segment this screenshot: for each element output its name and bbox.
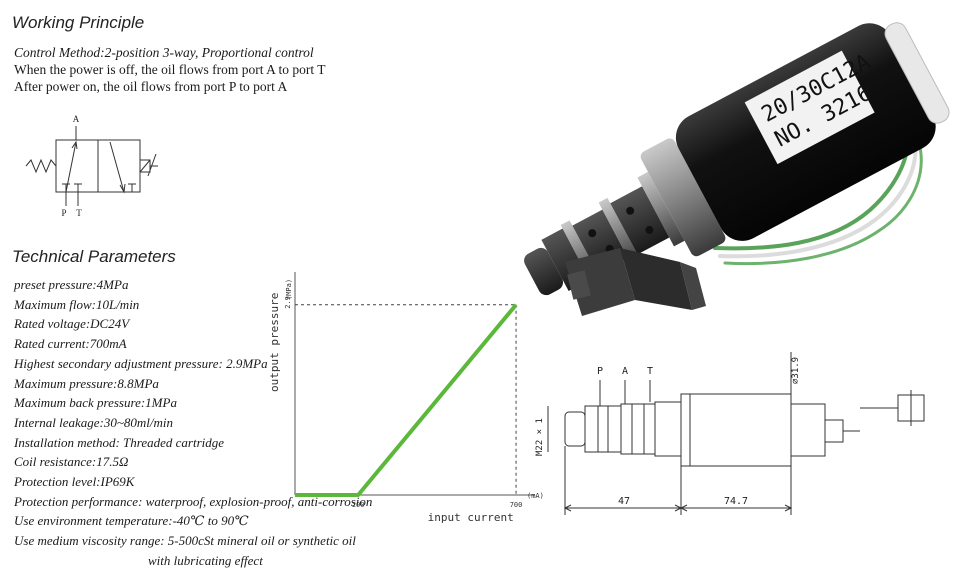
chart-x-unit: (mA) [527, 492, 544, 500]
principle-line-power-on: After power on, the oil flows from port … [14, 79, 288, 94]
param-viscosity: Use medium viscosity range: 5-500cSt min… [14, 533, 356, 549]
param-preset-pressure: preset pressure:4MPa [14, 277, 129, 292]
chart-x-tick-700: 700 [510, 501, 523, 509]
dim-length-body: 74.7 [724, 496, 748, 507]
param-protection-level: Protection level:IP69K [14, 474, 135, 490]
working-principle-title: Working Principle [12, 13, 145, 32]
dim-length-cartridge: 47 [618, 496, 630, 507]
param-installation: Installation method: Threaded cartridge [14, 434, 225, 450]
hex-nut [640, 138, 726, 257]
param-back-pressure: Maximum back pressure:1MPa [14, 395, 177, 411]
param-internal-leakage: Internal leakage:30~80ml/min [14, 414, 174, 430]
param-max-flow: Maximum flow:10L/min [14, 296, 140, 312]
chart-series-line [295, 303, 518, 497]
solenoid-valve-photo: 20/30C12A NO. 3216 [524, 22, 950, 316]
param-protection-performance: Protection performance: waterproof, expl… [14, 493, 373, 509]
port-label-t: T [76, 208, 82, 218]
param-temperature: Use environment temperature:-40℃ to 90℃ [14, 513, 249, 529]
principle-line-control: Control Method:2-position 3-way, Proport… [14, 45, 314, 60]
technical-parameters-list: preset pressure:4MPa Maximum flow:10L/mi… [14, 275, 372, 571]
param-rated-voltage: Rated voltage:DC24V [14, 316, 130, 332]
chart-x-label: input current [428, 511, 514, 524]
param-rated-current: Rated current:700mA [14, 336, 127, 352]
working-principle-text: Control Method:2-position 3-way, Proport… [14, 44, 325, 95]
principle-line-power-off: When the power is off, the oil flows fro… [14, 62, 326, 77]
chart-y-unit: (MPa) [285, 279, 293, 300]
port-label-p: P [61, 208, 66, 218]
dim-port-p: P [597, 366, 603, 377]
chart-y-label: output pressure [268, 293, 281, 392]
dimension-drawing: P A T M22 × 1 ∅31.9 47 74.7 [535, 352, 925, 515]
electrical-connector [565, 248, 706, 316]
dim-port-a: A [622, 366, 628, 377]
chart-x-tick-200: 200 [352, 501, 365, 509]
dim-thread-size: M22 × 1 [535, 418, 545, 456]
param-coil-resistance: Coil resistance:17.5Ω [14, 454, 129, 470]
param-secondary-pressure: Highest secondary adjustment pressure: 2… [14, 355, 268, 371]
coil-label [744, 50, 875, 165]
pressure-current-chart: (MPa) (mA) output pressure input current… [268, 272, 544, 524]
chart-y-tick-2-9: 2.9 [284, 296, 292, 309]
dim-diameter: ∅31.9 [791, 357, 801, 384]
valve-symbol-diagram: A P T [25, 114, 158, 218]
port-label-a: A [73, 114, 80, 124]
param-max-pressure: Maximum pressure:8.8MPa [14, 375, 159, 391]
dim-port-t: T [647, 366, 653, 377]
param-viscosity-cont: with lubricating effect [148, 552, 263, 568]
technical-parameters-title: Technical Parameters [12, 247, 176, 266]
